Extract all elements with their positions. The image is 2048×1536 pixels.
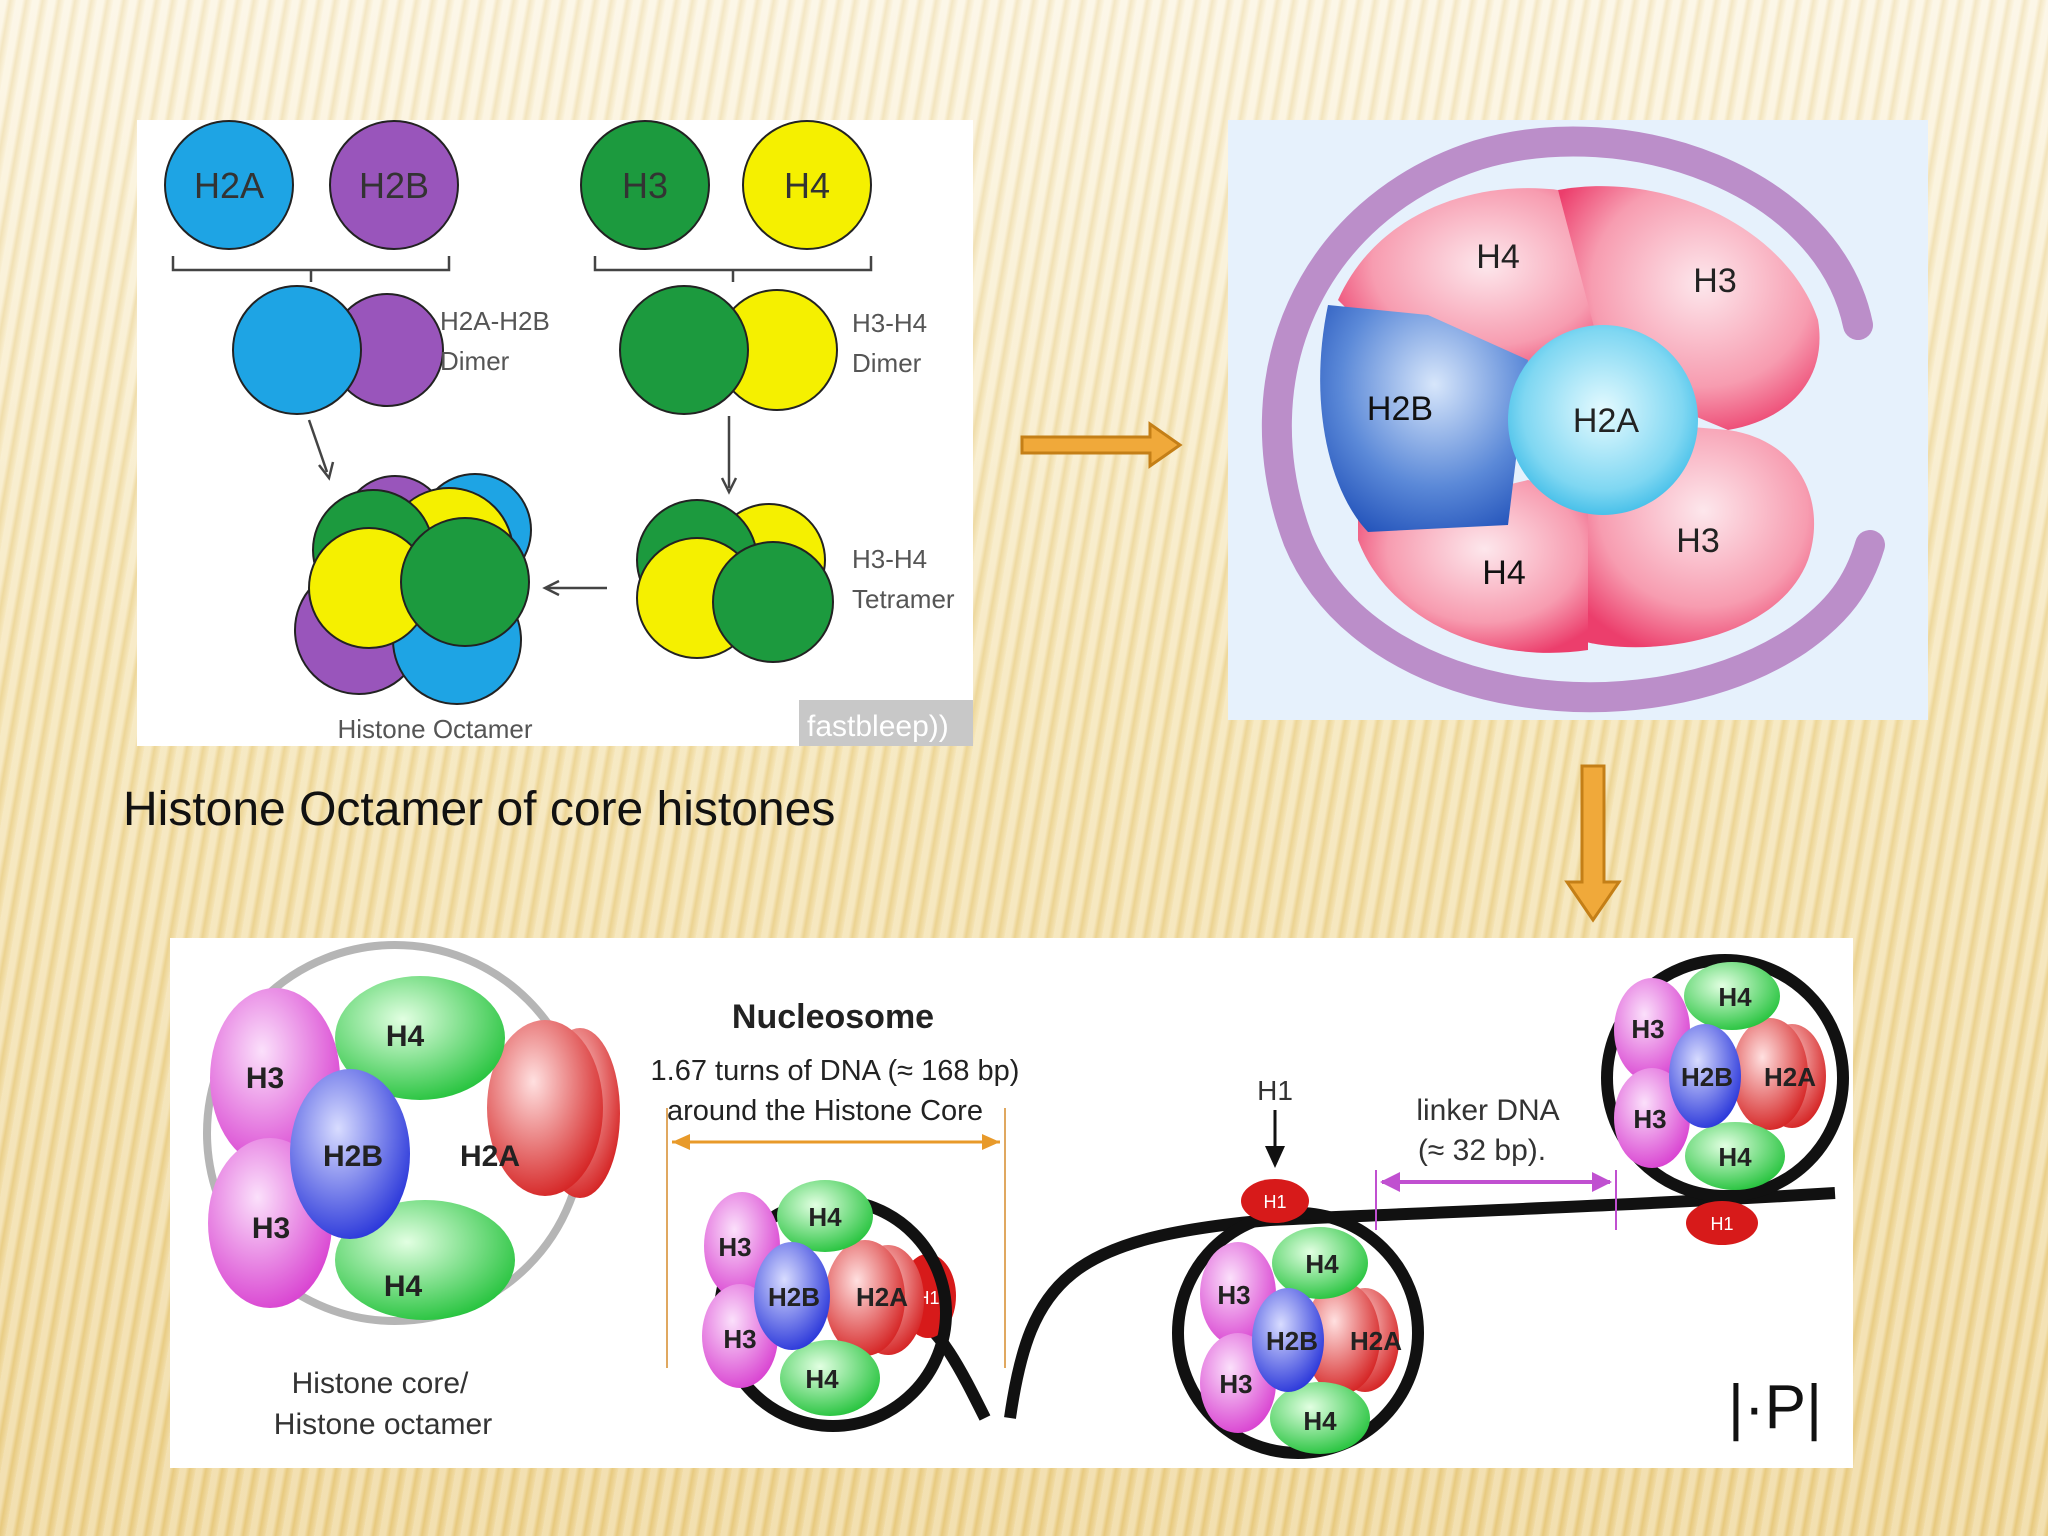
- dimer-right-sub: Dimer: [852, 348, 922, 378]
- nucleosome-3: H1 H4 H3 H2B H2A H3 H4: [1601, 954, 1849, 1245]
- octamer-label: Histone Octamer: [337, 714, 532, 744]
- core-h3-top-label: H3: [246, 1062, 284, 1095]
- watermark: fastbleep)): [807, 710, 949, 743]
- nucleosome-histone-label: H4: [808, 1202, 842, 1232]
- arrow-down-left-icon: [318, 461, 335, 481]
- nucleosome-title: Nucleosome: [732, 998, 934, 1036]
- linker-text: linker DNA: [1416, 1094, 1559, 1127]
- octamer-h2b-label: H2B: [1367, 390, 1433, 428]
- nucleosome-diagram: H4 H3 H2B H2A H3 H4 Histone core/ Histon…: [203, 941, 1849, 1459]
- turns-text: 1.67 turns of DNA (≈ 168 bp): [651, 1055, 1020, 1087]
- arrow-left-icon: [542, 579, 560, 597]
- dimer-left-label: H2A-H2B: [440, 306, 550, 336]
- arrow-down-right-icon: [720, 477, 738, 495]
- octamer-h4-bottom-label: H4: [1482, 554, 1525, 592]
- nucleosome-histone-label: H4: [1718, 982, 1752, 1012]
- left-bracket: [171, 256, 451, 282]
- histone-core-large: H4 H3 H2B H2A H3 H4: [203, 941, 620, 1325]
- around-text: around the Histone Core: [667, 1095, 983, 1127]
- core-h2b-label: H2B: [323, 1140, 383, 1173]
- nucleosome-histone-label: H4: [1303, 1406, 1337, 1436]
- h4-circle: [742, 120, 872, 250]
- nucleosome-histone-label: H2B: [1266, 1326, 1318, 1356]
- nucleosome-histone-label: H4: [1718, 1142, 1752, 1172]
- nucleosome-histone-label: H4: [805, 1364, 839, 1394]
- nucleosome-2: H1 H4 H3 H2B H2A H3 H4: [1172, 1179, 1424, 1459]
- logo: |·P|: [1728, 1373, 1822, 1442]
- dimer-h2a-circle: [232, 285, 362, 415]
- core-h4-top-label: H4: [386, 1020, 425, 1053]
- h4-label: H4: [784, 165, 830, 206]
- h2b-label: H2B: [359, 165, 429, 206]
- dna-wrap: [1261, 126, 1885, 713]
- nucleosome-histone-label: H3: [1219, 1369, 1252, 1399]
- octamer-h4-top-label: H4: [1476, 238, 1519, 276]
- h2a-circle: [164, 120, 294, 250]
- h2a-blob: [1508, 325, 1698, 515]
- tetramer-sub: Tetramer: [852, 584, 955, 614]
- octamer-schematic: H4 H3 H2B H2A H3 H4: [1261, 126, 1885, 713]
- histone-assembly-panel: H2A H2B H3 H4 H2A-H2B Dimer H3-H4 Dimer: [137, 120, 973, 746]
- nucleosome-histone-label: H2A: [856, 1282, 908, 1312]
- span-guides: [666, 1108, 1006, 1368]
- core-caption-line1: Histone core/: [292, 1367, 469, 1400]
- dimer-h3-circle: [619, 285, 749, 415]
- core-h4-bottom-label: H4: [384, 1270, 423, 1303]
- nucleosome-histone-label: H2A: [1764, 1062, 1816, 1092]
- octamer-h2a-label: H2A: [1573, 402, 1639, 440]
- core-h3-bottom-label: H3: [252, 1212, 290, 1245]
- tetramer-label: H3-H4: [852, 544, 927, 574]
- nucleosome-1: H1 H4 H3 H2B H2A H3 H4: [702, 1180, 956, 1432]
- nucleosome-histone-label: H3: [1631, 1014, 1664, 1044]
- nucleosome-histone-label: H4: [1305, 1249, 1339, 1279]
- tetramer-cluster: [636, 499, 834, 663]
- h1-arrow-icon: [1265, 1146, 1285, 1168]
- nucleosome-histone-label: H2A: [1350, 1326, 1402, 1356]
- nucleosome-histone-label: H3: [1217, 1280, 1250, 1310]
- assembly-diagram: H2A H2B H3 H4 H2A-H2B Dimer H3-H4 Dimer: [164, 120, 973, 746]
- dimer-right-label: H3-H4: [852, 308, 927, 338]
- h3-circle: [580, 120, 710, 250]
- nucleosome-histone-label: H3: [1633, 1104, 1666, 1134]
- core-h2a-label: H2A: [460, 1140, 520, 1173]
- right-bracket: [593, 256, 873, 282]
- caption: Histone Octamer of core histones: [123, 783, 836, 836]
- h2b-blob: [1320, 305, 1528, 532]
- core-caption-line2: Histone octamer: [274, 1408, 492, 1441]
- nucleosome-panel: H4 H3 H2B H2A H3 H4 Histone core/ Histon…: [170, 938, 1853, 1468]
- octamer-schematic-panel: H4 H3 H2B H2A H3 H4: [1228, 120, 1928, 720]
- linker-bp: (≈ 32 bp).: [1418, 1134, 1546, 1167]
- h1-badge-3: H1: [1710, 1214, 1733, 1234]
- nucleosome-histone-label: H2B: [768, 1282, 820, 1312]
- watermark-box: [799, 700, 973, 746]
- h1-badge-2: H1: [1263, 1192, 1286, 1212]
- octamer-h3-top-label: H3: [1693, 262, 1736, 300]
- h2a-label: H2A: [194, 165, 264, 206]
- dimer-left-sub: Dimer: [440, 346, 510, 376]
- octamer-h3-bottom-label: H3: [1676, 522, 1719, 560]
- nucleosome-histone-label: H2B: [1681, 1062, 1733, 1092]
- h2b-circle: [329, 120, 459, 250]
- nucleosome-histone-label: H3: [723, 1324, 756, 1354]
- arrow-right-icon: [1020, 421, 1183, 469]
- h3-label: H3: [622, 165, 668, 206]
- h1-label: H1: [1257, 1075, 1293, 1106]
- octamer-cluster: [294, 473, 532, 705]
- arrow-down-icon: [1564, 764, 1622, 923]
- nucleosome-histone-label: H3: [718, 1232, 751, 1262]
